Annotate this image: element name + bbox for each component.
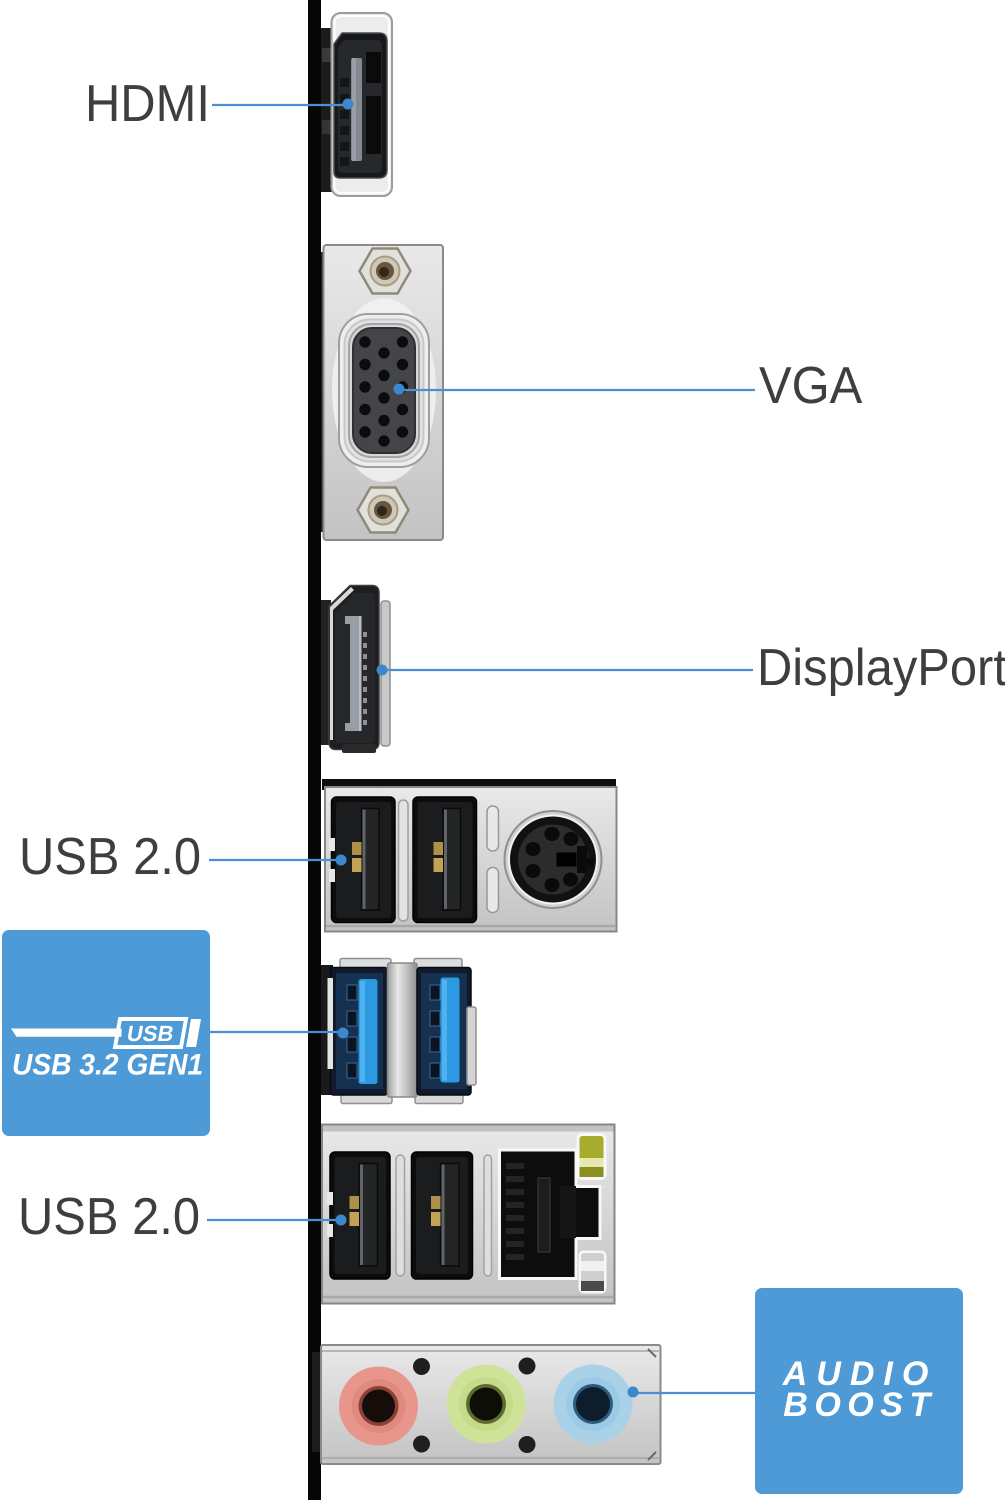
svg-text:USB: USB: [125, 1021, 176, 1046]
svg-text:USB 3.2 GEN1: USB 3.2 GEN1: [12, 1049, 203, 1082]
